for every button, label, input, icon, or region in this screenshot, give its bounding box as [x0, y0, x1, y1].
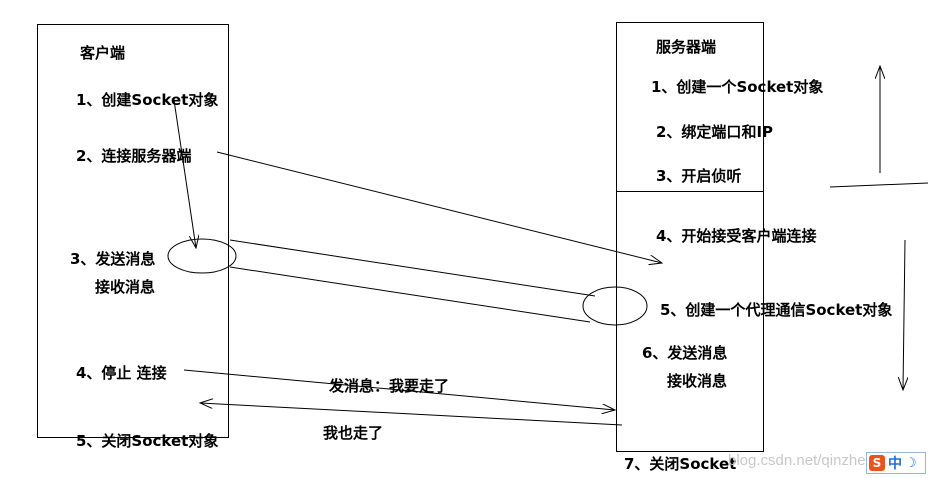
server-step-2: 2、绑定端口和IP [656, 123, 774, 141]
server-step-5: 5、创建一个代理通信Socket对象 [660, 301, 893, 319]
server-step-1: 1、创建一个Socket对象 [651, 78, 824, 96]
arrow-down [903, 239, 905, 390]
server-ellipse [582, 286, 648, 326]
client-step-3: 3、发送消息 [70, 250, 156, 268]
message-client: 发消息：我要走了 [329, 377, 450, 395]
horizontal-separator [829, 182, 928, 188]
client-ellipse [167, 238, 237, 274]
message-server: 我也走了 [323, 424, 384, 442]
client-step-4: 4、停止 连接 [76, 364, 167, 382]
arrow-client-msg [183, 369, 615, 410]
server-step-6: 6、发送消息 [642, 344, 728, 362]
client-title: 客户端 [80, 44, 126, 62]
ime-toolbar[interactable]: S 中 ☽ [866, 452, 926, 474]
server-title: 服务器端 [656, 38, 717, 56]
client-box [37, 24, 229, 438]
server-step-4: 4、开始接受客户端连接 [656, 227, 817, 245]
arrow-connect [216, 151, 662, 263]
server-step-7: 7、关闭Socket [624, 455, 737, 473]
arrow-server-msg [200, 403, 623, 426]
client-step-3b: 接收消息 [95, 278, 156, 296]
server-step-6b: 接收消息 [667, 372, 728, 390]
server-step-3: 3、开启侦听 [656, 167, 742, 185]
moon-icon[interactable]: ☽ [905, 455, 917, 471]
client-step-2: 2、连接服务器端 [76, 147, 192, 165]
ime-mode[interactable]: 中 [888, 456, 902, 472]
channel-line-bottom [229, 266, 591, 323]
watermark: blog.csdn.net/qinzhen [728, 452, 874, 469]
channel-line-top [229, 239, 596, 297]
arrow-create-to-send [173, 99, 196, 248]
sogou-logo-icon: S [869, 455, 885, 471]
server-box [616, 22, 764, 452]
client-step-1: 1、创建Socket对象 [76, 91, 219, 109]
client-step-5: 5、关闭Socket对象 [76, 432, 219, 450]
